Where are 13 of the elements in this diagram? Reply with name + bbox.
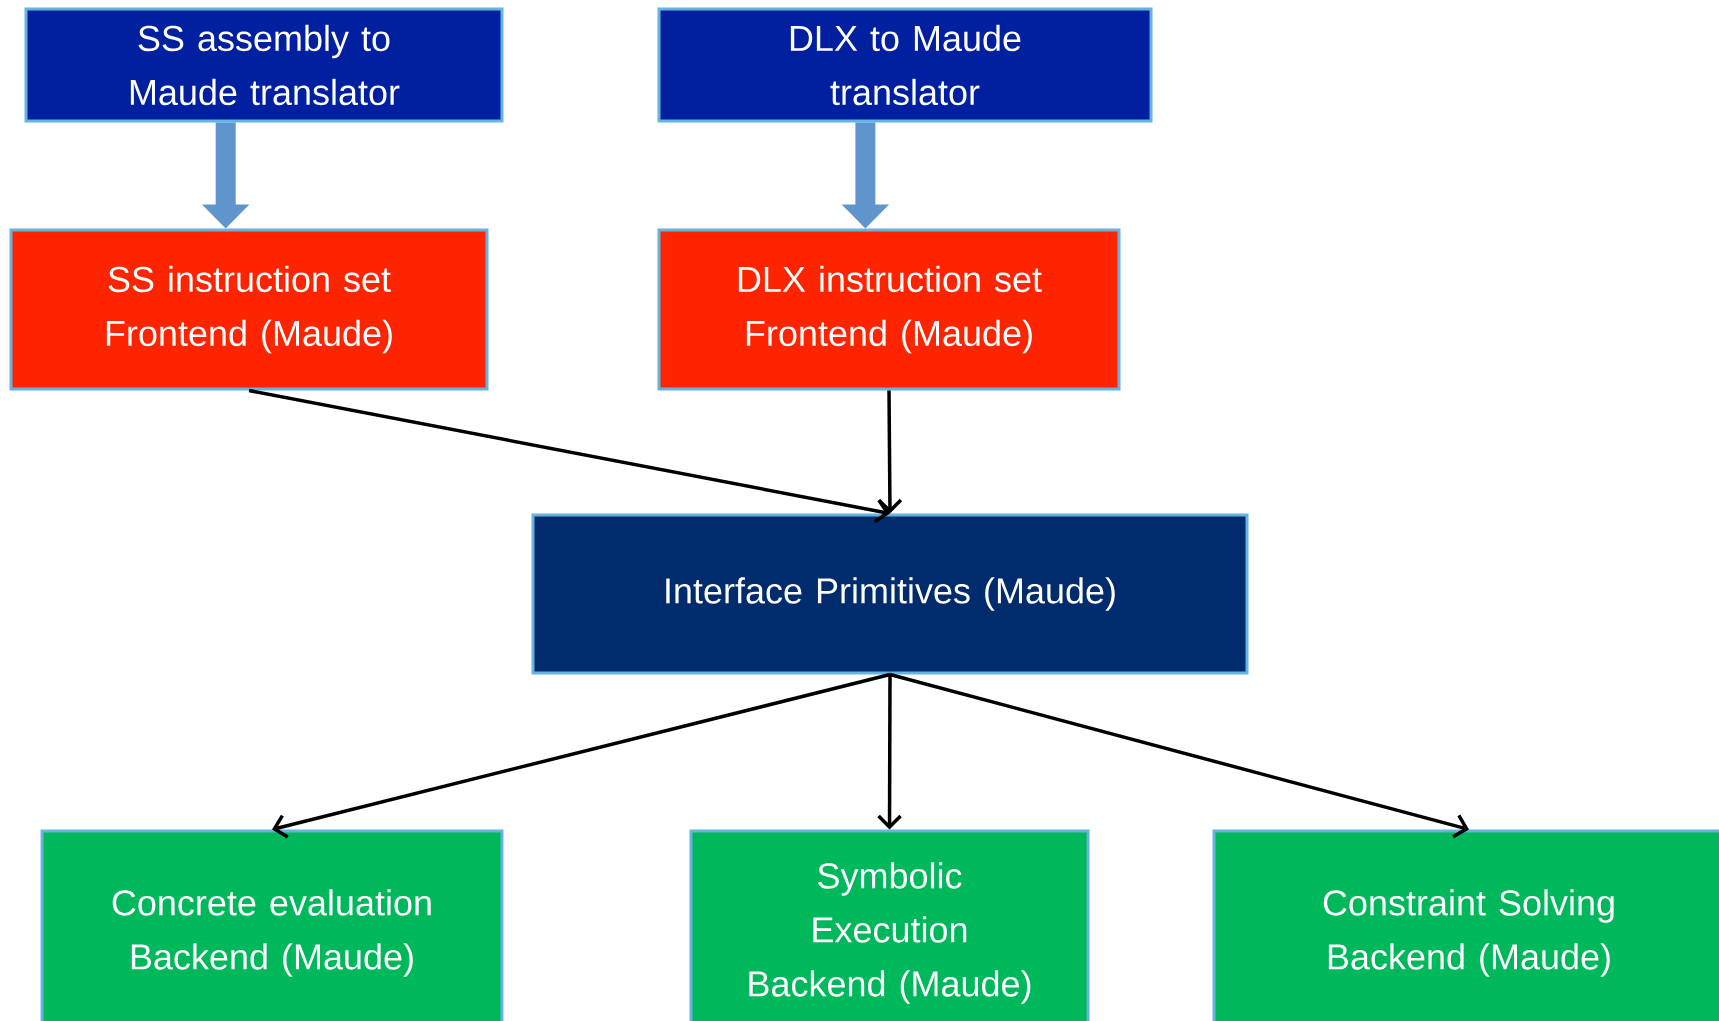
arrow (877, 390, 903, 514)
arrow (889, 672, 1469, 839)
process-box: SS instruction set Frontend (Maude) (9, 228, 489, 391)
arrow (248, 388, 890, 524)
process-box: DLX instruction set Frontend (Maude) (657, 228, 1121, 391)
process-box: DLX to Maude translator (657, 7, 1153, 123)
process-box: Interface Primitives (Maude) (531, 513, 1249, 675)
process-box: Concrete evaluation Backend (Maude) (40, 829, 504, 1021)
arrow (272, 672, 891, 839)
process-box: Constraint Solving Backend (Maude) (1212, 829, 1719, 1021)
arrow (877, 674, 902, 830)
process-box: Symbolic Execution Backend (Maude) (689, 829, 1090, 1021)
process-box: SS assembly to Maude translator (24, 7, 504, 123)
